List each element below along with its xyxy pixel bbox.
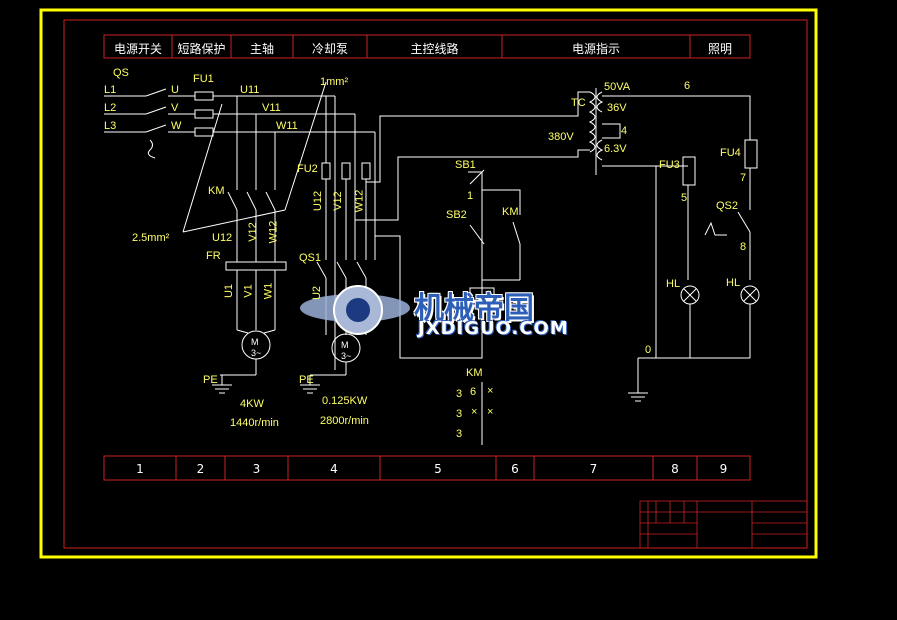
label-u12-main: U12 (212, 232, 233, 244)
label-pe2: PE (299, 374, 314, 386)
km-table-r3c1: 3 (456, 428, 463, 440)
km-table-r2c2: × (471, 406, 478, 418)
label-node-8: 8 (740, 241, 747, 253)
label-qs: QS (113, 67, 129, 79)
header-cell-power-indicator: 电源指示 (571, 42, 620, 56)
title-block (639, 500, 808, 549)
label-fu4: FU4 (720, 147, 741, 159)
label-motor1-3: 3~ (251, 348, 262, 358)
label-motor2-m: M (341, 340, 349, 350)
label-w12-pump: W12 (353, 189, 366, 213)
label-node-0: 0 (645, 344, 652, 356)
label-node-1: 1 (467, 190, 474, 202)
label-v11: V11 (262, 102, 281, 114)
km-table-r1c1: 3 (456, 388, 463, 400)
header-cell-main-control: 主控线路 (410, 42, 459, 56)
label-sb1: SB1 (455, 159, 476, 171)
inner-border (63, 19, 808, 549)
header-cell-spindle: 主轴 (249, 42, 274, 56)
footer-cell-6: 6 (511, 462, 519, 476)
km-table-r2c1: 3 (456, 408, 463, 420)
label-v: V (171, 102, 179, 114)
label-hl2: HL (726, 277, 741, 289)
label-u2: U2 (311, 285, 324, 301)
footer-cell-7: 7 (589, 462, 598, 476)
label-fr: FR (206, 250, 221, 262)
label-1440: 1440r/min (230, 417, 279, 429)
km-table-r1c2: 6 (470, 386, 477, 398)
header-cell-lighting: 照明 (707, 42, 732, 56)
wiring (104, 81, 760, 445)
label-v12-pump: V12 (331, 191, 344, 211)
watermark-en: JXDIGUO.COM (418, 318, 569, 339)
label-u11: U11 (240, 84, 260, 96)
header-table (103, 34, 751, 59)
label-tc: TC (571, 97, 586, 109)
label-pe1: PE (203, 374, 218, 386)
label-motor2-3: 3~ (341, 351, 352, 361)
label-w1: W1 (262, 282, 275, 300)
label-1mm: 1mm² (320, 76, 349, 88)
label-l2: L2 (104, 102, 117, 114)
label-node-4: 4 (621, 125, 628, 137)
label-node-7: 7 (740, 172, 747, 184)
label-motor1-m: M (251, 337, 259, 347)
label-2800: 2800r/min (320, 415, 369, 427)
label-qs1: QS1 (299, 252, 322, 264)
watermark-emblem (300, 285, 410, 335)
label-l3: L3 (104, 120, 117, 132)
footer-cell-3: 3 (252, 462, 261, 476)
footer-cell-2: 2 (196, 462, 205, 476)
label-w11: W11 (276, 120, 298, 132)
label-36v: 36V (607, 102, 627, 114)
label-50va: 50VA (604, 81, 631, 93)
header-cell-short-protect: 短路保护 (177, 42, 226, 56)
label-2-5mm: 2.5mm² (132, 232, 170, 244)
header-cell-power-switch: 电源开关 (113, 42, 162, 56)
outer-frame (39, 8, 818, 559)
label-v12-main: V12 (246, 222, 259, 242)
label-node-6: 6 (684, 80, 691, 92)
footer-cell-1: 1 (136, 462, 144, 476)
label-qs2: QS2 (716, 200, 739, 212)
label-u1: U1 (223, 283, 236, 299)
label-fu1: FU1 (193, 73, 214, 85)
watermark-cn: 机械帝国 (414, 291, 534, 326)
footer-cell-5: 5 (434, 462, 442, 476)
label-fu3: FU3 (659, 159, 680, 171)
label-fu2: FU2 (297, 163, 318, 175)
label-km-table: KM (466, 367, 483, 379)
label-0125kw: 0.125KW (322, 395, 368, 407)
header-cell-coolant-pump: 冷却泵 (311, 42, 348, 56)
footer-cell-8: 8 (671, 462, 679, 476)
label-v1: V1 (242, 284, 255, 298)
km-table-r2c3: × (487, 406, 494, 418)
label-sb2: SB2 (446, 209, 467, 221)
footer-cell-9: 9 (719, 462, 728, 476)
label-hl1: HL (666, 278, 681, 290)
label-l1: L1 (104, 84, 117, 96)
label-w: W (171, 120, 182, 132)
km-table-r1c3: × (487, 385, 494, 397)
label-km: KM (208, 185, 225, 197)
footer-cell-4: 4 (330, 462, 338, 476)
label-4kw: 4KW (240, 398, 264, 410)
label-6-3v: 6.3V (604, 143, 627, 155)
label-node-5: 5 (681, 192, 688, 204)
label-u12-pump: U12 (312, 190, 325, 212)
label-w12-main: W12 (267, 220, 280, 244)
label-km-contact: KM (502, 206, 519, 218)
label-u: U (171, 84, 179, 96)
label-380v: 380V (548, 131, 574, 143)
footer-table (103, 455, 751, 481)
